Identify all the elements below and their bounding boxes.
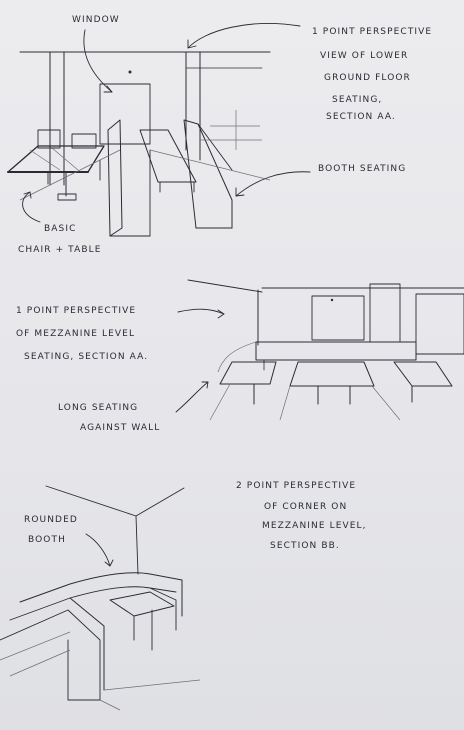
sketch3-title-line-1: 2 Point Perspective <box>236 481 357 491</box>
window-label: Window <box>72 15 120 25</box>
sketch2-title-line-3: Seating, Section AA. <box>24 352 149 362</box>
booth-seating-label: Booth Seating <box>318 164 407 174</box>
sketch3-title-line-4: Section BB. <box>270 541 340 551</box>
chair-table-label-line-1: Basic <box>44 224 77 234</box>
sketch3-title-line-2: of Corner on <box>264 502 348 512</box>
sketch3-drawing <box>0 485 201 711</box>
sketch1-title-line-3: Ground Floor <box>324 73 411 83</box>
sketch1-drawing <box>7 23 311 237</box>
long-seating-label-line-2: Against Wall <box>80 423 161 433</box>
rounded-booth-label-line-1: Rounded <box>24 515 78 525</box>
rounded-booth-label-line-2: Booth <box>28 535 66 545</box>
long-seating-label-line-1: Long Seating <box>58 403 139 413</box>
sketch1-title-line-2: View of Lower <box>320 51 409 61</box>
sketch1-title-line-4: Seating, <box>332 95 383 105</box>
sketch2-title-line-1: 1 Point Perspective <box>16 306 137 316</box>
chair-table-label-line-2: Chair + Table <box>18 245 102 255</box>
sketch1-title-line-1: 1 Point Perspective <box>312 27 433 37</box>
sketch2-drawing <box>175 279 464 421</box>
sketch2-title-line-2: of Mezzanine Level <box>16 329 136 339</box>
sketch1-title-line-5: Section AA. <box>326 112 396 122</box>
sketch3-title-line-3: Mezzanine Level, <box>262 521 367 531</box>
